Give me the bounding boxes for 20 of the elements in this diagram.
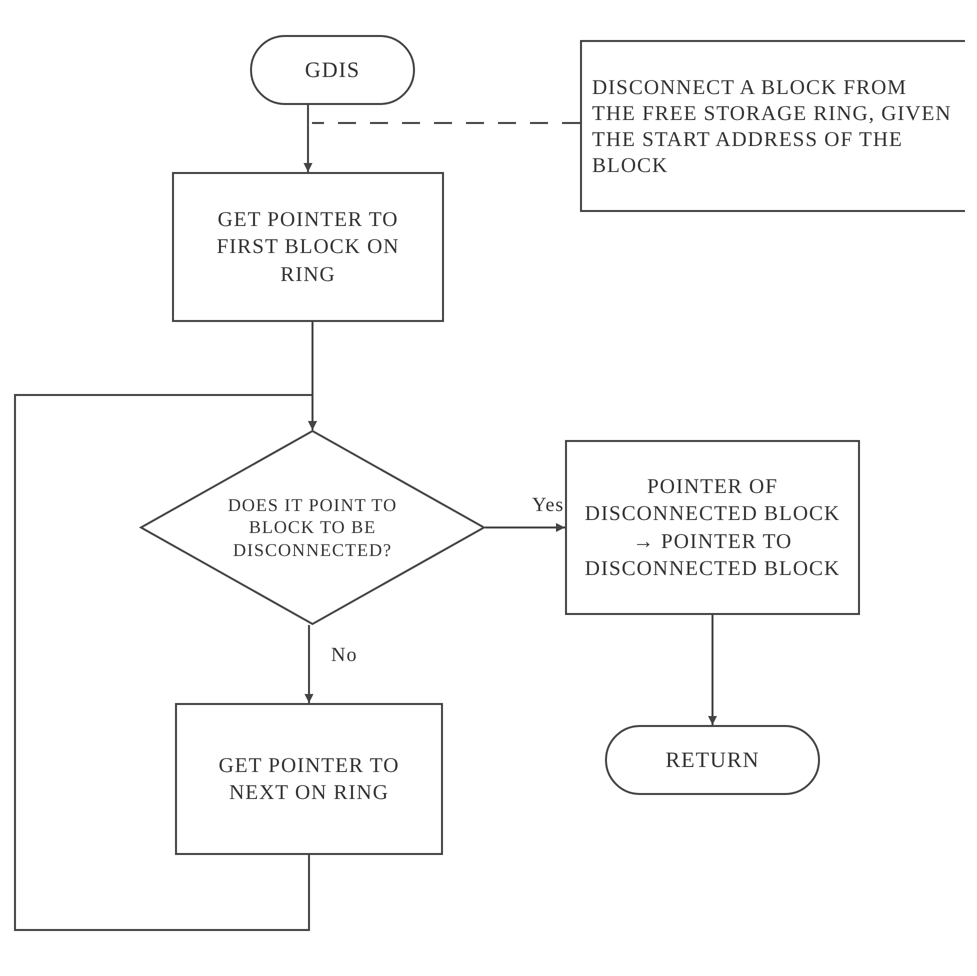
node-text: POINTER OF DISCONNECTED BLOCK → POINTER TO DISCONNECTED BLOCK — [584, 472, 842, 582]
comment-box — [580, 40, 965, 212]
process-box — [565, 440, 860, 615]
node-text: GDIS — [304, 57, 360, 83]
leader-line — [312, 122, 580, 124]
node-text: GET POINTER TO FIRST BLOCK ON RING — [216, 206, 400, 288]
process-box — [175, 703, 443, 855]
terminal-box — [250, 35, 415, 105]
terminal-box — [605, 725, 820, 795]
decision-diamond — [140, 430, 485, 625]
node-text: GET POINTER TO NEXT ON RING — [218, 752, 400, 806]
process-box — [172, 172, 444, 322]
arrow — [708, 615, 717, 725]
node-text: DOES IT POINT TO BLOCK TO BE DISCONNECTED? — [226, 494, 398, 562]
arrow — [14, 394, 317, 931]
arrow — [485, 523, 565, 532]
node-text: RETURN — [666, 747, 760, 773]
node-text: DISCONNECT A BLOCK FROM THE FREE STORAGE RING, GIVEN THE START ADDRESS OF THE BLOCK — [592, 74, 953, 178]
arrow — [304, 105, 312, 172]
arrow — [304, 625, 314, 703]
